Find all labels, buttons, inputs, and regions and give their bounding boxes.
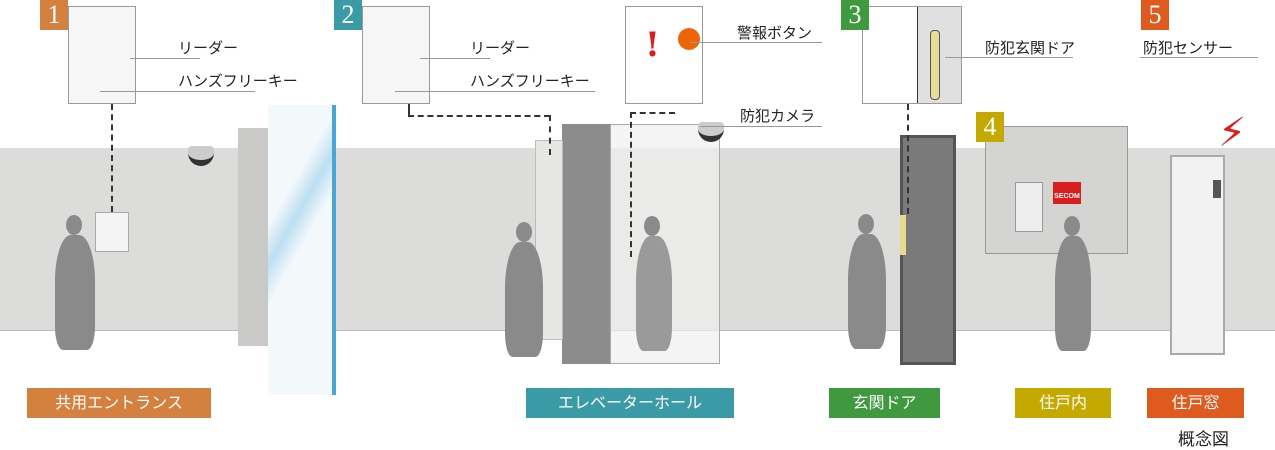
- leader-line: [700, 126, 822, 127]
- person-silhouette: [1064, 216, 1080, 236]
- person-silhouette: [1055, 236, 1091, 351]
- connector-line: [408, 115, 550, 117]
- connector-line: [630, 112, 675, 114]
- leader-line: [395, 91, 595, 92]
- entrance-glass-door: [268, 105, 336, 395]
- handsfree-key-label: ハンズフリーキー: [470, 72, 590, 90]
- zone-label-front-door: 玄関ドア: [829, 388, 940, 418]
- alarm-button-icon: [678, 28, 700, 50]
- connector-line: [549, 115, 551, 155]
- person-silhouette: [636, 236, 672, 351]
- exclamation-icon: !: [645, 25, 660, 65]
- section-number-4: 4: [976, 112, 1004, 142]
- sensor-alert-icon: ⚡: [1218, 110, 1247, 156]
- connector-line: [907, 104, 909, 214]
- person-silhouette: [848, 234, 886, 349]
- security-door-label: 防犯玄関ドア: [985, 39, 1076, 57]
- reader-label: リーダー: [178, 39, 239, 57]
- section-number-3: 3: [841, 0, 869, 30]
- person-silhouette: [644, 216, 660, 236]
- person-silhouette: [66, 215, 82, 235]
- leader-line: [130, 58, 200, 59]
- zone-label-elevator-hall: エレベーターホール: [526, 388, 734, 418]
- person-silhouette: [505, 242, 543, 357]
- elevator-frame: [562, 124, 610, 364]
- zone-label-common-entrance: 共用エントランス: [27, 388, 211, 418]
- caption: 概念図: [1178, 430, 1229, 450]
- leader-line: [420, 58, 490, 59]
- reader-label: リーダー: [470, 39, 531, 57]
- leader-line: [1140, 57, 1258, 58]
- intercom-monitor: [1015, 182, 1043, 232]
- person-silhouette: [516, 222, 532, 242]
- dome-camera-icon: [188, 146, 214, 166]
- leader-line: [690, 42, 822, 43]
- person-silhouette: [858, 214, 874, 234]
- handsfree-key-label: ハンズフリーキー: [178, 72, 298, 90]
- connector-line: [408, 104, 410, 116]
- camera-label: 防犯カメラ: [740, 107, 816, 125]
- leader-line: [100, 91, 255, 92]
- section-number-2: 2: [334, 0, 362, 30]
- door-handle-illustration: [930, 30, 940, 100]
- alarm-button-label: 警報ボタン: [737, 24, 813, 42]
- alarm-button-box: [625, 6, 703, 104]
- dome-camera-icon-elevator: [698, 122, 724, 142]
- zone-label-window: 住戸窓: [1147, 388, 1244, 418]
- connector-line: [630, 112, 632, 257]
- person-silhouette: [55, 235, 95, 350]
- security-sensor-label: 防犯センサー: [1143, 39, 1234, 57]
- window-sensor: [1213, 180, 1221, 198]
- door-handle: [900, 215, 906, 255]
- connector-line: [111, 104, 113, 212]
- intercom-reader: [95, 212, 129, 252]
- leader-line: [945, 57, 1073, 58]
- secom-logo: SECOM: [1053, 182, 1081, 204]
- section-number-5: 5: [1141, 0, 1169, 30]
- zone-label-interior: 住戸内: [1015, 388, 1111, 418]
- callout-box-2: [362, 6, 430, 104]
- entrance-side-wall: [238, 128, 268, 346]
- section-number-1: 1: [40, 0, 68, 30]
- callout-box-1: [68, 6, 136, 104]
